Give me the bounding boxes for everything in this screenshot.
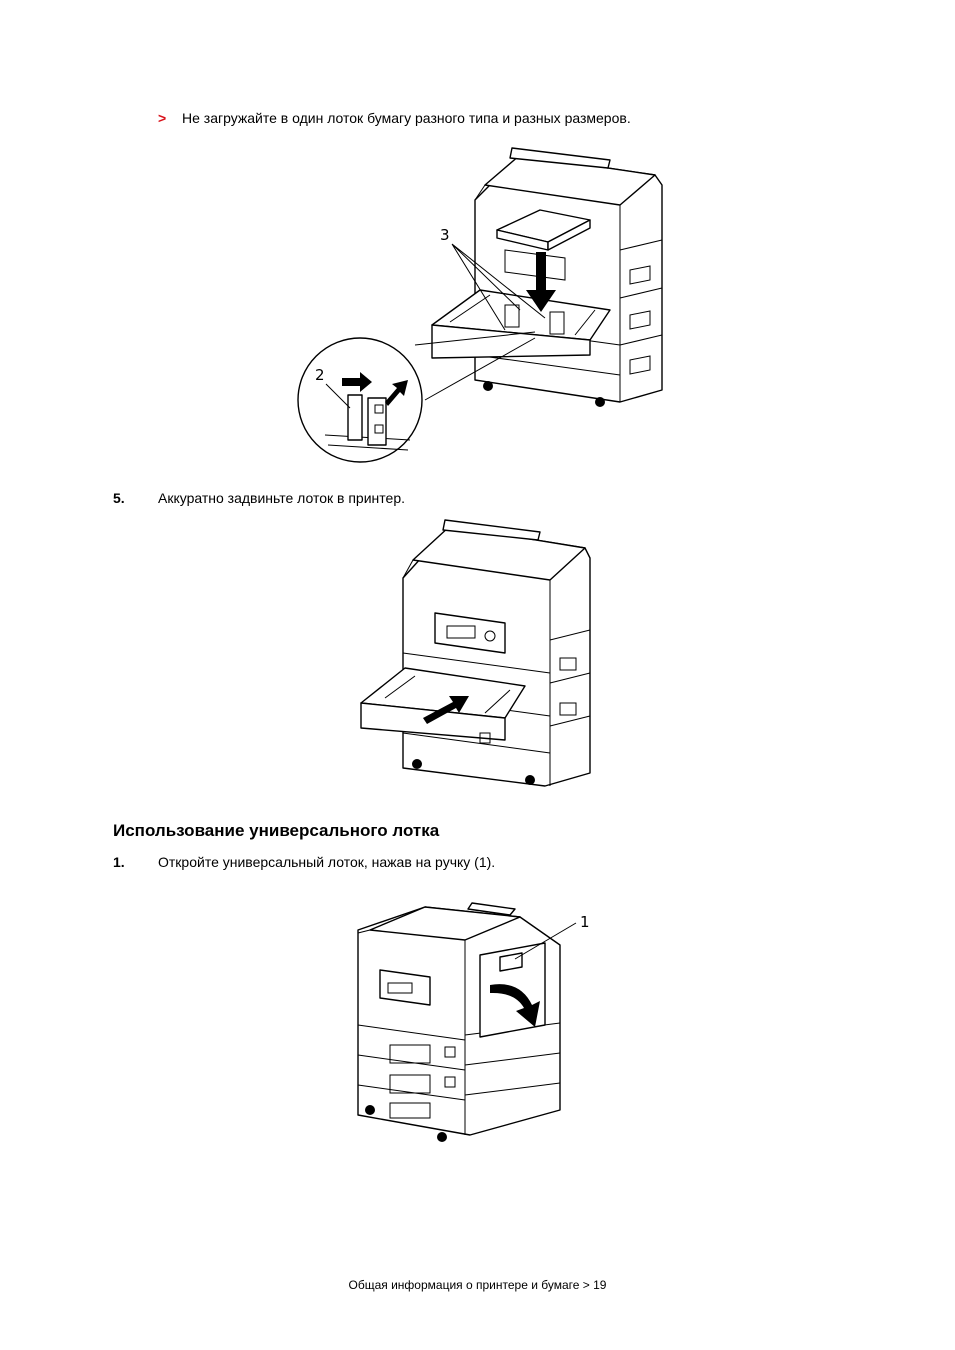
figure-open-mp-tray-illustration: 1 <box>357 902 590 1142</box>
callout-3: 3 <box>440 226 450 244</box>
step-1-number: 1. <box>113 854 125 870</box>
figure-paper-loading-illustration: 3 2 <box>297 147 663 463</box>
step-1-text: Откройте универсальный лоток, нажав на р… <box>158 854 496 870</box>
section-heading: Использование универсального лотка <box>113 821 440 840</box>
figure-close-tray-illustration <box>360 519 591 787</box>
step-5-text: Аккуратно задвиньте лоток в принтер. <box>158 490 405 506</box>
page-footer: Общая информация о принтере и бумаге > 1… <box>348 1278 607 1292</box>
step-5-number: 5. <box>113 490 125 506</box>
bullet-marker: > <box>158 110 167 126</box>
callout-2: 2 <box>315 366 325 384</box>
bullet-text: Не загружайте в один лоток бумагу разног… <box>182 110 631 126</box>
callout-1: 1 <box>580 913 590 931</box>
